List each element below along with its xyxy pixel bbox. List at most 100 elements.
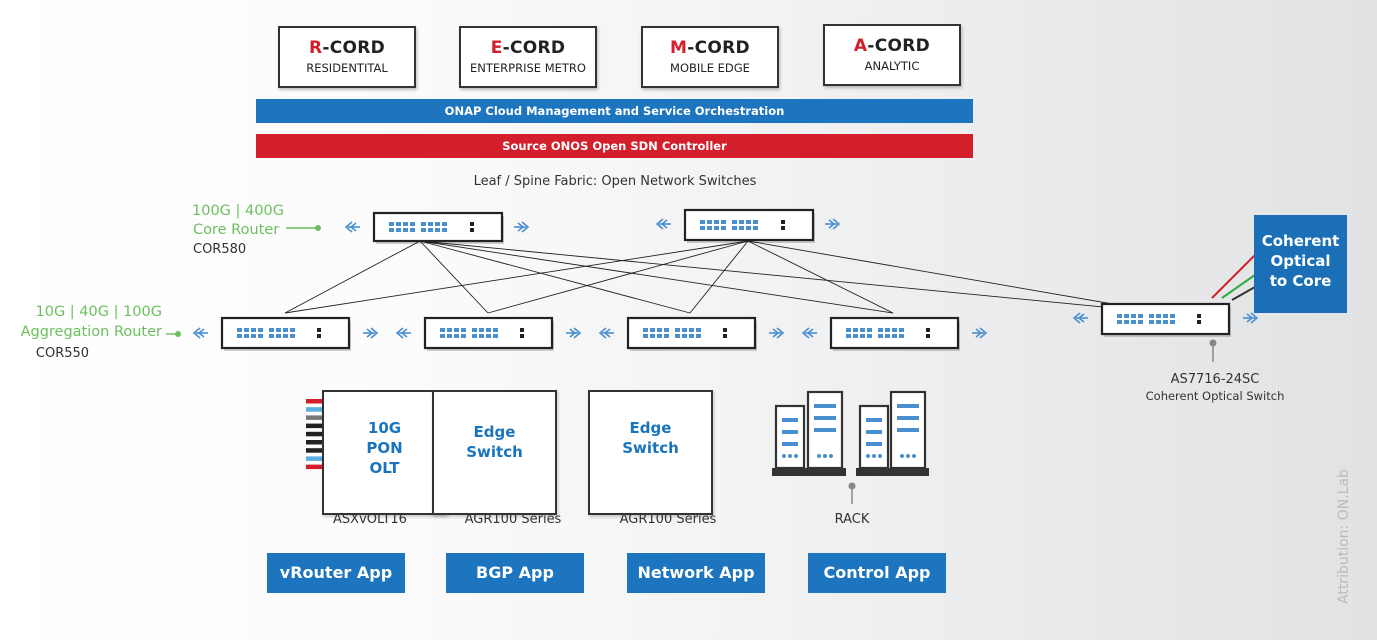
rack-led <box>817 454 821 458</box>
m-cord-box: M-CORD MOBILE EDGE <box>641 26 779 88</box>
control-app-button: Control App <box>808 553 946 593</box>
switch-led <box>317 328 321 332</box>
switch-port <box>283 328 288 332</box>
switch-port <box>714 220 719 224</box>
switch-port <box>700 226 705 230</box>
optical-switch-desc: Coherent Optical Switch <box>1145 389 1285 403</box>
flow-arrow-icon <box>598 327 614 339</box>
rack-led <box>878 454 882 458</box>
core-router-model: COR580 <box>193 242 247 257</box>
switch-port <box>258 328 263 332</box>
switch-port <box>707 226 712 230</box>
switch-port <box>707 220 712 224</box>
olt-port <box>306 431 322 437</box>
switch-port <box>1131 314 1136 318</box>
switch-port <box>643 334 648 338</box>
switch-port <box>435 228 440 232</box>
edge-switch-model-2: AGR100 Series <box>619 512 717 527</box>
agg-pointer-dot <box>175 331 181 337</box>
switch-port <box>1138 314 1143 318</box>
fabric-label: Leaf / Spine Fabric: Open Network Switch… <box>473 174 757 189</box>
fabric-link <box>419 240 894 314</box>
core-pointer-dot <box>315 225 321 231</box>
rack-led <box>872 454 876 458</box>
switch-port <box>846 334 851 338</box>
switch-port <box>732 226 737 230</box>
leaf-switch-3 <box>626 316 757 351</box>
switch-port <box>479 328 484 332</box>
r-cord-box: R-CORD RESIDENTITAL <box>278 26 416 88</box>
switch-port <box>1149 314 1154 318</box>
edge-switch-device-1: Edge Switch <box>432 390 557 515</box>
switch-body <box>423 316 554 350</box>
switch-port <box>447 328 452 332</box>
leaf-switch-4 <box>829 316 960 351</box>
switch-port <box>753 226 758 230</box>
switch-port <box>244 328 249 332</box>
flow-arrow-icon <box>655 218 671 230</box>
switch-port <box>447 334 452 338</box>
edge-switch-label-2: Edge Switch <box>622 419 679 457</box>
a-cord-suffix: -CORD <box>867 36 931 56</box>
coherent-line3: to Core <box>1269 272 1332 290</box>
switch-port <box>1138 320 1143 324</box>
flow-arrow-icon <box>395 327 411 339</box>
switch-port <box>746 220 751 224</box>
switch-port <box>650 328 655 332</box>
arrow-head <box>603 328 611 338</box>
fabric-link <box>419 240 1166 314</box>
fabric-link <box>689 240 749 314</box>
switch-port <box>753 220 758 224</box>
rack-slot <box>866 418 882 422</box>
flow-arrow-icon <box>566 327 582 339</box>
arrow-head <box>1077 313 1085 323</box>
switch-port <box>389 228 394 232</box>
rack-body <box>858 404 890 470</box>
rack-led <box>829 454 833 458</box>
switch-led <box>470 228 474 232</box>
flow-arrow-icon <box>769 327 785 339</box>
a-cord-subtitle: ANALYTIC <box>864 59 920 73</box>
switch-port <box>1156 320 1161 324</box>
agg-router-model: COR550 <box>35 346 90 361</box>
switch-led <box>781 226 785 230</box>
switch-port <box>878 334 883 338</box>
rack-caption: RACK <box>834 512 870 527</box>
optical-leaf-switch <box>1100 302 1231 337</box>
olt-port <box>306 423 322 429</box>
flow-arrow-icon <box>1243 312 1259 324</box>
switch-led <box>723 328 727 332</box>
switch-port <box>290 334 295 338</box>
switch-port <box>885 334 890 338</box>
onos-band: Source ONOS Open SDN Controller <box>256 134 973 158</box>
flow-arrow-icon <box>514 221 530 233</box>
switch-port <box>860 334 865 338</box>
switch-port <box>1170 314 1175 318</box>
fabric-link <box>284 240 421 314</box>
switch-port <box>237 334 242 338</box>
switch-port <box>403 228 408 232</box>
switch-port <box>472 334 477 338</box>
switch-port <box>714 226 719 230</box>
switch-port <box>892 334 897 338</box>
switch-led <box>723 334 727 338</box>
arrow-head <box>366 328 374 338</box>
switch-port <box>435 222 440 226</box>
switch-port <box>440 334 445 338</box>
rack-led <box>782 454 786 458</box>
switch-port <box>396 228 401 232</box>
onap-band: ONAP Cloud Management and Service Orches… <box>256 99 973 123</box>
fabric-link <box>419 240 691 314</box>
switch-port <box>1163 320 1168 324</box>
a-cord-box: A-CORD ANALYTIC <box>823 24 961 86</box>
core-router-speed: 100G | 400G <box>192 203 284 219</box>
switch-led <box>520 328 524 332</box>
rack-led <box>906 454 910 458</box>
switch-port <box>657 328 662 332</box>
switch-port <box>290 328 295 332</box>
switch-led <box>926 334 930 338</box>
switch-port <box>472 328 477 332</box>
olt-port <box>306 448 322 453</box>
switch-port <box>479 334 484 338</box>
